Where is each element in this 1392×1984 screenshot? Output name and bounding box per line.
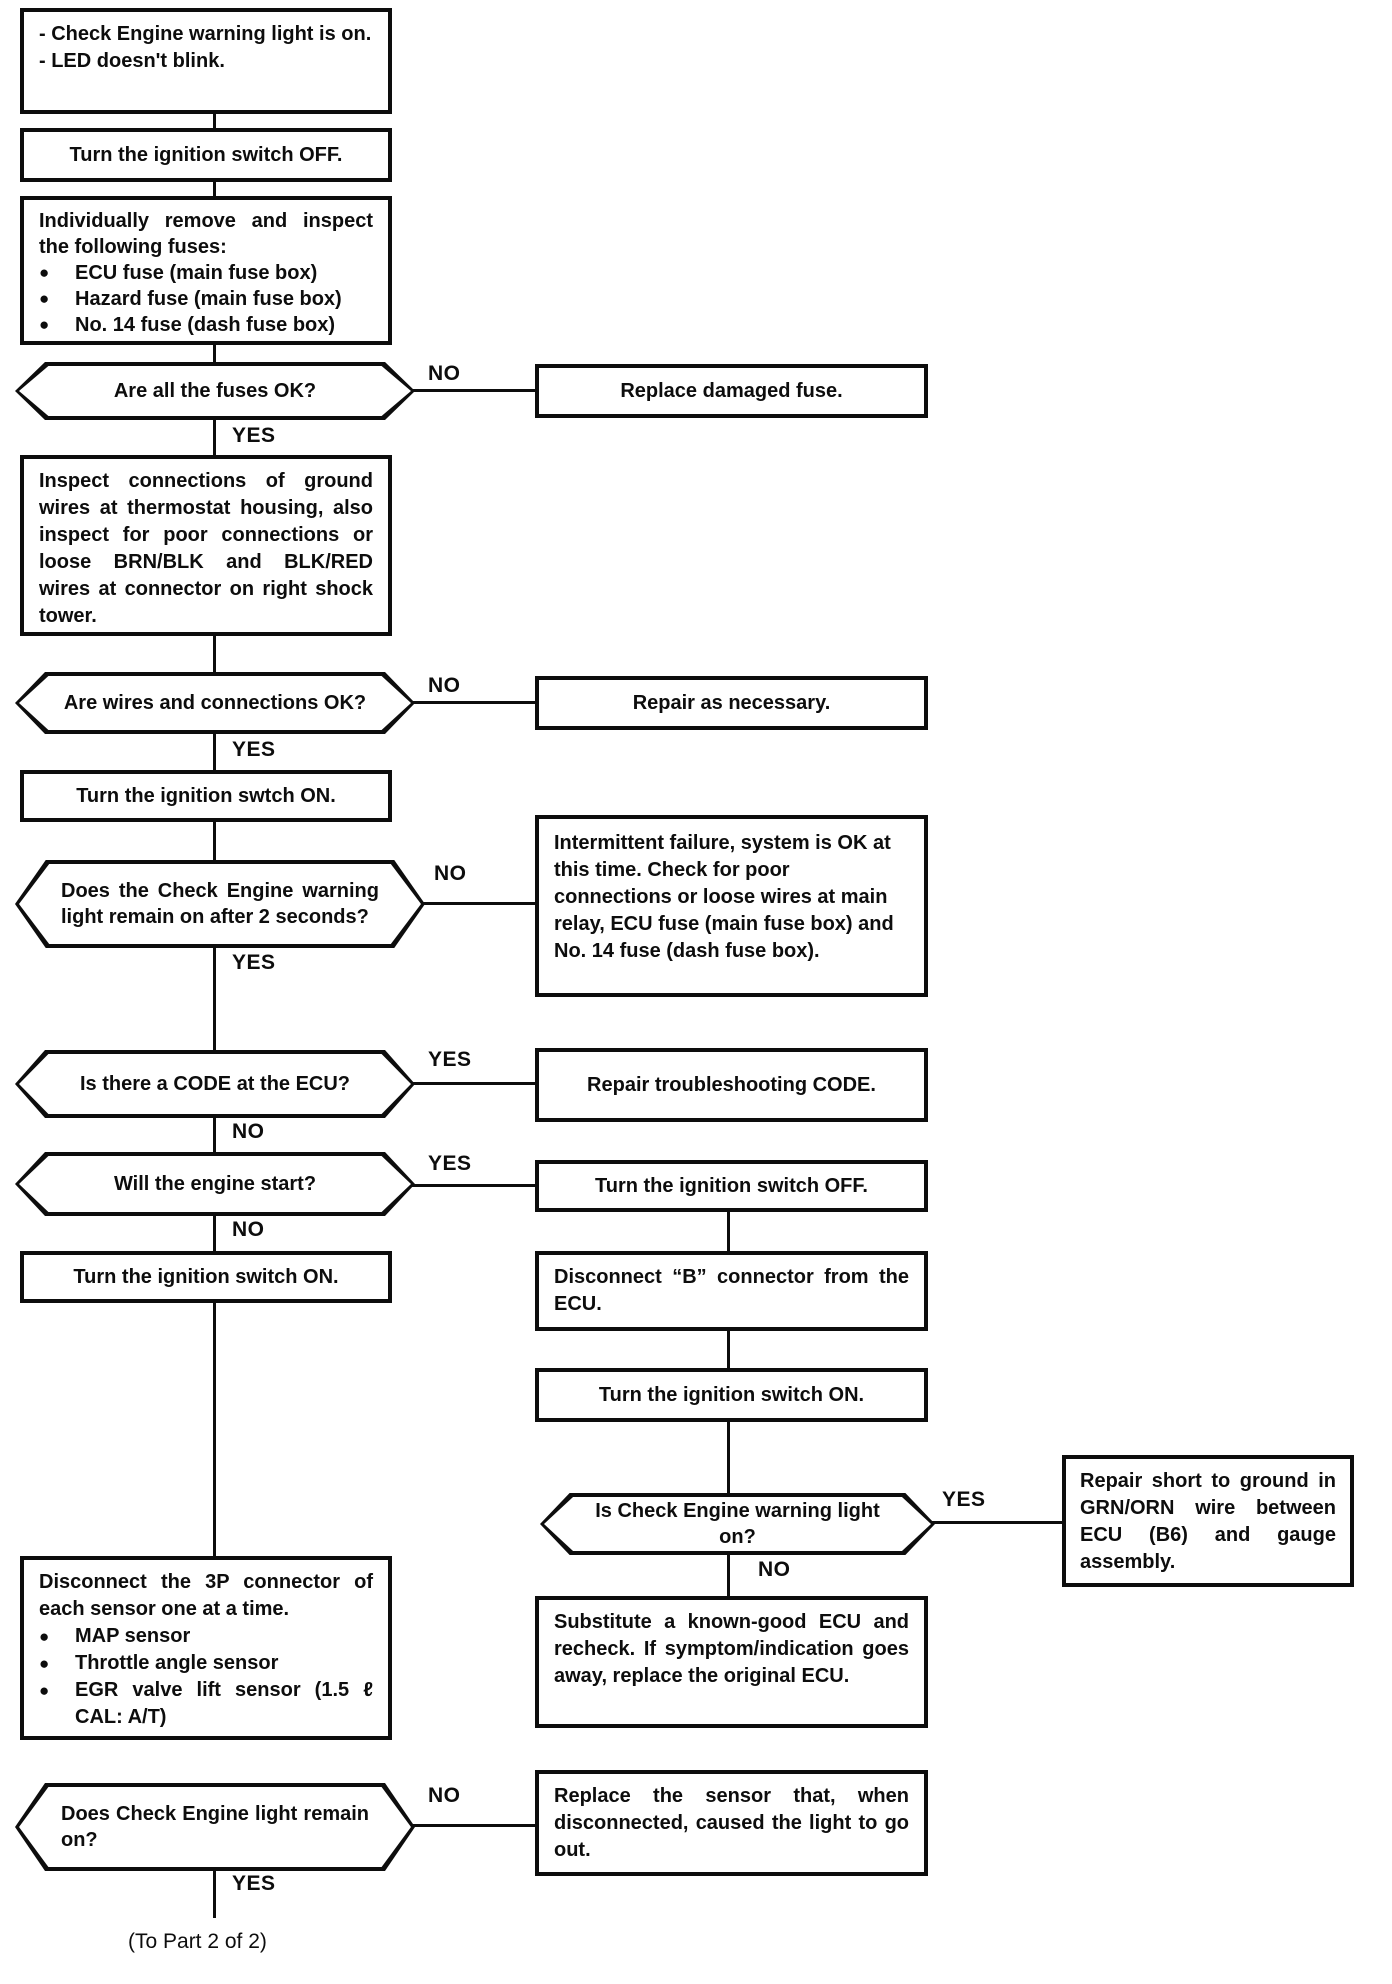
connector-line	[412, 1824, 537, 1827]
decision-light-after-2s-text: Does the Check Engine warning light rema…	[61, 880, 379, 928]
bullet-icon: ●	[39, 263, 50, 282]
symptom-box: - Check Engine warning light is on. - LE…	[20, 8, 392, 114]
symptom-line-1: - Check Engine warning light is on.	[39, 23, 372, 45]
decision-light-remain-on: Does Check Engine light remain on?	[15, 1783, 415, 1871]
hexagon-fill	[19, 1787, 411, 1867]
connector-line	[727, 1329, 730, 1370]
process-ignition-on-1: Turn the ignition swtch ON.	[20, 770, 392, 822]
fuses-intro: Individually remove and inspect the foll…	[39, 210, 373, 258]
connector-line	[213, 418, 216, 457]
connector-line	[213, 112, 216, 132]
connector-line	[213, 1115, 216, 1154]
hexagon-fill	[19, 864, 421, 944]
decision-light-remain-on-text: Does Check Engine light remain on?	[61, 1803, 369, 1851]
decision-engine-start: Will the engine start?	[15, 1152, 415, 1216]
disconnect-3p-intro: Disconnect the 3P connector of each sens…	[39, 1571, 373, 1620]
process-disconnect-b-connector: Disconnect “B” connector from the ECU.	[535, 1251, 928, 1331]
process-ignition-off-2: Turn the ignition switch OFF.	[535, 1160, 928, 1212]
decision-light-after-2s: Does the Check Engine warning light rema…	[15, 860, 425, 948]
fuse-item-2: Hazard fuse (main fuse box)	[75, 288, 342, 310]
connector-line	[412, 1184, 537, 1187]
action-repair-short-to-ground: Repair short to ground in GRN/ORN wire b…	[1062, 1455, 1354, 1587]
edge-label-yes: YES	[942, 1488, 986, 1511]
connector-line	[412, 389, 537, 392]
decision-code-at-ecu-text: Is there a CODE at the ECU?	[79, 1073, 351, 1095]
edge-label-yes: YES	[232, 951, 276, 974]
bullet-icon: ●	[39, 289, 50, 308]
list-item: ● No. 14 fuse (dash fuse box)	[39, 312, 373, 338]
hexagon-fill	[19, 366, 411, 416]
connector-line	[213, 342, 216, 364]
edge-label-no: NO	[428, 1784, 461, 1807]
bullet-icon: ●	[39, 1681, 50, 1700]
process-inspect-ground-wires: Inspect connections of ground wires at t…	[20, 455, 392, 636]
process-ignition-on-3: Turn the ignition switch ON.	[535, 1368, 928, 1422]
action-intermittent-failure: Intermittent failure, system is OK at th…	[535, 815, 928, 997]
process-disconnect-3p: Disconnect the 3P connector of each sens…	[20, 1556, 392, 1740]
connector-line	[932, 1521, 1064, 1524]
connector-line	[412, 1082, 537, 1085]
list-item: ● EGR valve lift sensor (1.5 ℓ CAL: A/T)	[39, 1677, 373, 1731]
connector-line	[213, 180, 216, 198]
connector-line	[213, 633, 216, 674]
connector-line	[213, 945, 216, 1052]
action-repair-code: Repair troubleshooting CODE.	[535, 1048, 928, 1122]
decision-wires-ok-text: Are wires and connections OK?	[63, 692, 367, 714]
sensor-item-1: MAP sensor	[75, 1625, 191, 1647]
decision-code-at-ecu: Is there a CODE at the ECU?	[15, 1050, 415, 1118]
sensor-item-2: Throttle angle sensor	[75, 1652, 279, 1674]
edge-label-no: NO	[428, 362, 461, 385]
bullet-icon: ●	[39, 315, 50, 334]
connector-line	[213, 1868, 216, 1918]
connector-line	[213, 820, 216, 862]
decision-fuses-ok: Are all the fuses OK?	[15, 362, 415, 420]
action-substitute-ecu: Substitute a known-good ECU and recheck.…	[535, 1596, 928, 1728]
decision-fuses-ok-text: Are all the fuses OK?	[113, 380, 317, 402]
list-item: ● Hazard fuse (main fuse box)	[39, 286, 373, 312]
connector-line	[213, 1213, 216, 1253]
list-item: ● ECU fuse (main fuse box)	[39, 260, 373, 286]
edge-label-yes: YES	[428, 1048, 472, 1071]
edge-label-yes: YES	[232, 738, 276, 761]
action-replace-sensor: Replace the sensor that, when disconnect…	[535, 1770, 928, 1876]
hexagon-fill	[544, 1497, 931, 1551]
continuation-note: (To Part 2 of 2)	[128, 1930, 267, 1953]
fuse-item-1: ECU fuse (main fuse box)	[75, 262, 318, 284]
list-item: ● Throttle angle sensor	[39, 1650, 373, 1677]
bullet-icon: ●	[39, 1654, 50, 1673]
symptom-line-2: - LED doesn't blink.	[39, 50, 225, 72]
edge-label-no: NO	[758, 1558, 791, 1581]
bullet-icon: ●	[39, 1627, 50, 1646]
process-ignition-off-1: Turn the ignition switch OFF.	[20, 128, 392, 182]
edge-label-no: NO	[232, 1218, 265, 1241]
hexagon-fill	[19, 1156, 411, 1212]
edge-label-no: NO	[428, 674, 461, 697]
decision-engine-start-text: Will the engine start?	[113, 1173, 317, 1195]
action-repair-as-necessary: Repair as necessary.	[535, 676, 928, 730]
edge-label-no: NO	[434, 862, 467, 885]
connector-line	[727, 1420, 730, 1495]
sensor-item-3: EGR valve lift sensor (1.5 ℓ CAL: A/T)	[75, 1679, 373, 1728]
edge-label-yes: YES	[232, 424, 276, 447]
connector-line	[422, 902, 537, 905]
connector-line	[213, 1301, 216, 1558]
connector-line	[412, 701, 537, 704]
process-inspect-fuses: Individually remove and inspect the foll…	[20, 196, 392, 345]
edge-label-no: NO	[232, 1120, 265, 1143]
action-replace-fuse: Replace damaged fuse.	[535, 364, 928, 418]
connector-line	[727, 1553, 730, 1598]
connector-line	[213, 731, 216, 772]
decision-warning-light-on-text: Is Check Engine warning light on?	[595, 1500, 880, 1548]
connector-line	[727, 1210, 730, 1253]
hexagon-fill	[19, 676, 411, 730]
fuse-item-3: No. 14 fuse (dash fuse box)	[75, 314, 336, 336]
hexagon-fill	[19, 1054, 411, 1114]
process-ignition-on-2: Turn the ignition switch ON.	[20, 1251, 392, 1303]
list-item: ● MAP sensor	[39, 1623, 373, 1650]
edge-label-yes: YES	[232, 1872, 276, 1895]
edge-label-yes: YES	[428, 1152, 472, 1175]
decision-wires-ok: Are wires and connections OK?	[15, 672, 415, 734]
decision-warning-light-on: Is Check Engine warning light on?	[540, 1493, 935, 1555]
